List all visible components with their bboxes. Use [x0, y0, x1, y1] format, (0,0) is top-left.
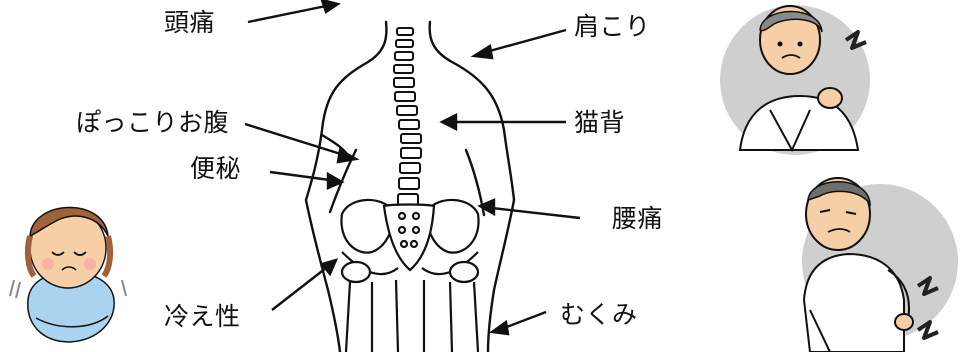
label-pot-belly: ぽっこりお腹	[76, 110, 229, 135]
label-stiff-shoulders: 肩こり	[574, 14, 651, 39]
label-hunchback: 猫背	[574, 110, 625, 135]
label-constipation: 便秘	[190, 156, 241, 181]
label-headache: 頭痛	[164, 10, 215, 35]
label-lower-back-pain: 腰痛	[612, 206, 663, 231]
label-swelling: むくみ	[560, 302, 638, 327]
label-poor-circulation: 冷え性	[164, 304, 241, 329]
